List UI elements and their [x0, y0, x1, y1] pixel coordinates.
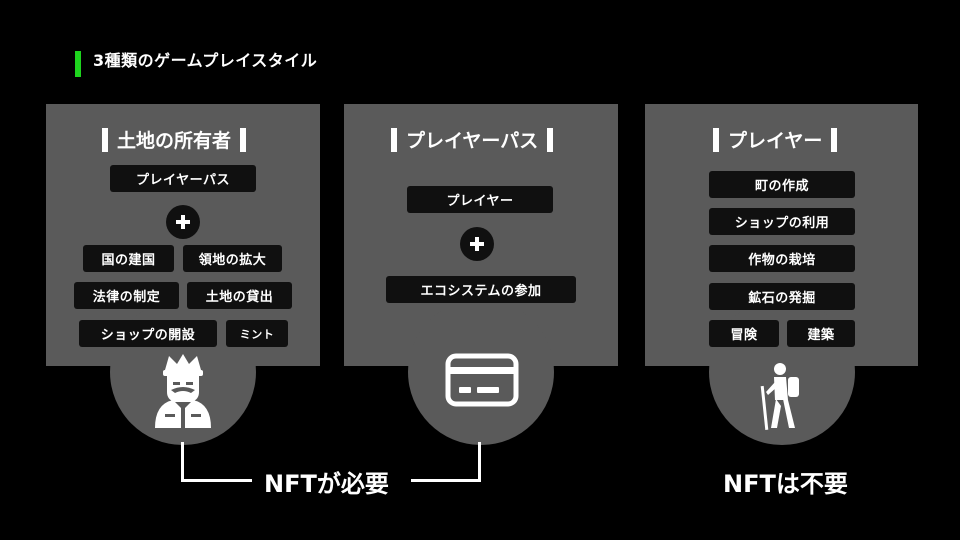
tag-join-ecosystem: エコシステムの参加: [386, 276, 576, 303]
title-bar-left: [391, 127, 397, 152]
title-bar-right: [831, 127, 838, 152]
page-heading: 3種類のゲームプレイスタイル: [93, 51, 318, 70]
tag-grow-crops: 作物の栽培: [709, 245, 855, 272]
tag-expand-territory: 領地の拡大: [183, 245, 282, 272]
panel-player-title-text: プレイヤー: [728, 130, 823, 152]
tag-player-pass: プレイヤーパス: [110, 165, 256, 192]
panel-land-owner-title: 土地の所有者: [102, 126, 247, 153]
tag-founding-nation: 国の建国: [83, 245, 174, 272]
hiker-icon: [760, 363, 799, 430]
tag-mine-ore: 鉱石の発掘: [709, 283, 855, 310]
plus-icon: [166, 205, 200, 239]
tag-mint: ミント: [226, 320, 288, 347]
card-icon: [445, 353, 519, 407]
panel-player-pass-title-text: プレイヤーパス: [406, 130, 539, 152]
tag-create-town: 町の作成: [709, 171, 855, 198]
label-nft-not-required: NFTは不要: [723, 470, 848, 498]
panel-player-title: プレイヤー: [713, 126, 838, 153]
tag-adventure: 冒険: [709, 320, 779, 347]
tag-land-lending: 土地の貸出: [187, 282, 292, 309]
title-bar-left: [713, 127, 719, 152]
label-nft-required: NFTが必要: [264, 470, 389, 498]
panel-player-pass-title: プレイヤーパス: [391, 126, 554, 153]
tag-building: 建築: [787, 320, 855, 347]
tag-player: プレイヤー: [407, 186, 553, 213]
heading-accent-bar: [75, 51, 81, 77]
king-icon: [155, 354, 211, 428]
connector-left-vertical: [181, 442, 184, 482]
connector-right-horizontal: [411, 479, 481, 482]
title-bar-right: [547, 127, 554, 152]
connector-left-horizontal: [181, 479, 252, 482]
connector-right-vertical: [478, 442, 481, 482]
tag-open-shop: ショップの開設: [79, 320, 217, 347]
tag-enact-laws: 法律の制定: [74, 282, 179, 309]
panel-land-owner-title-text: 土地の所有者: [117, 130, 232, 152]
title-bar-left: [102, 127, 108, 152]
title-bar-right: [240, 127, 247, 152]
tag-use-shop: ショップの利用: [709, 208, 855, 235]
plus-icon: [460, 227, 494, 261]
